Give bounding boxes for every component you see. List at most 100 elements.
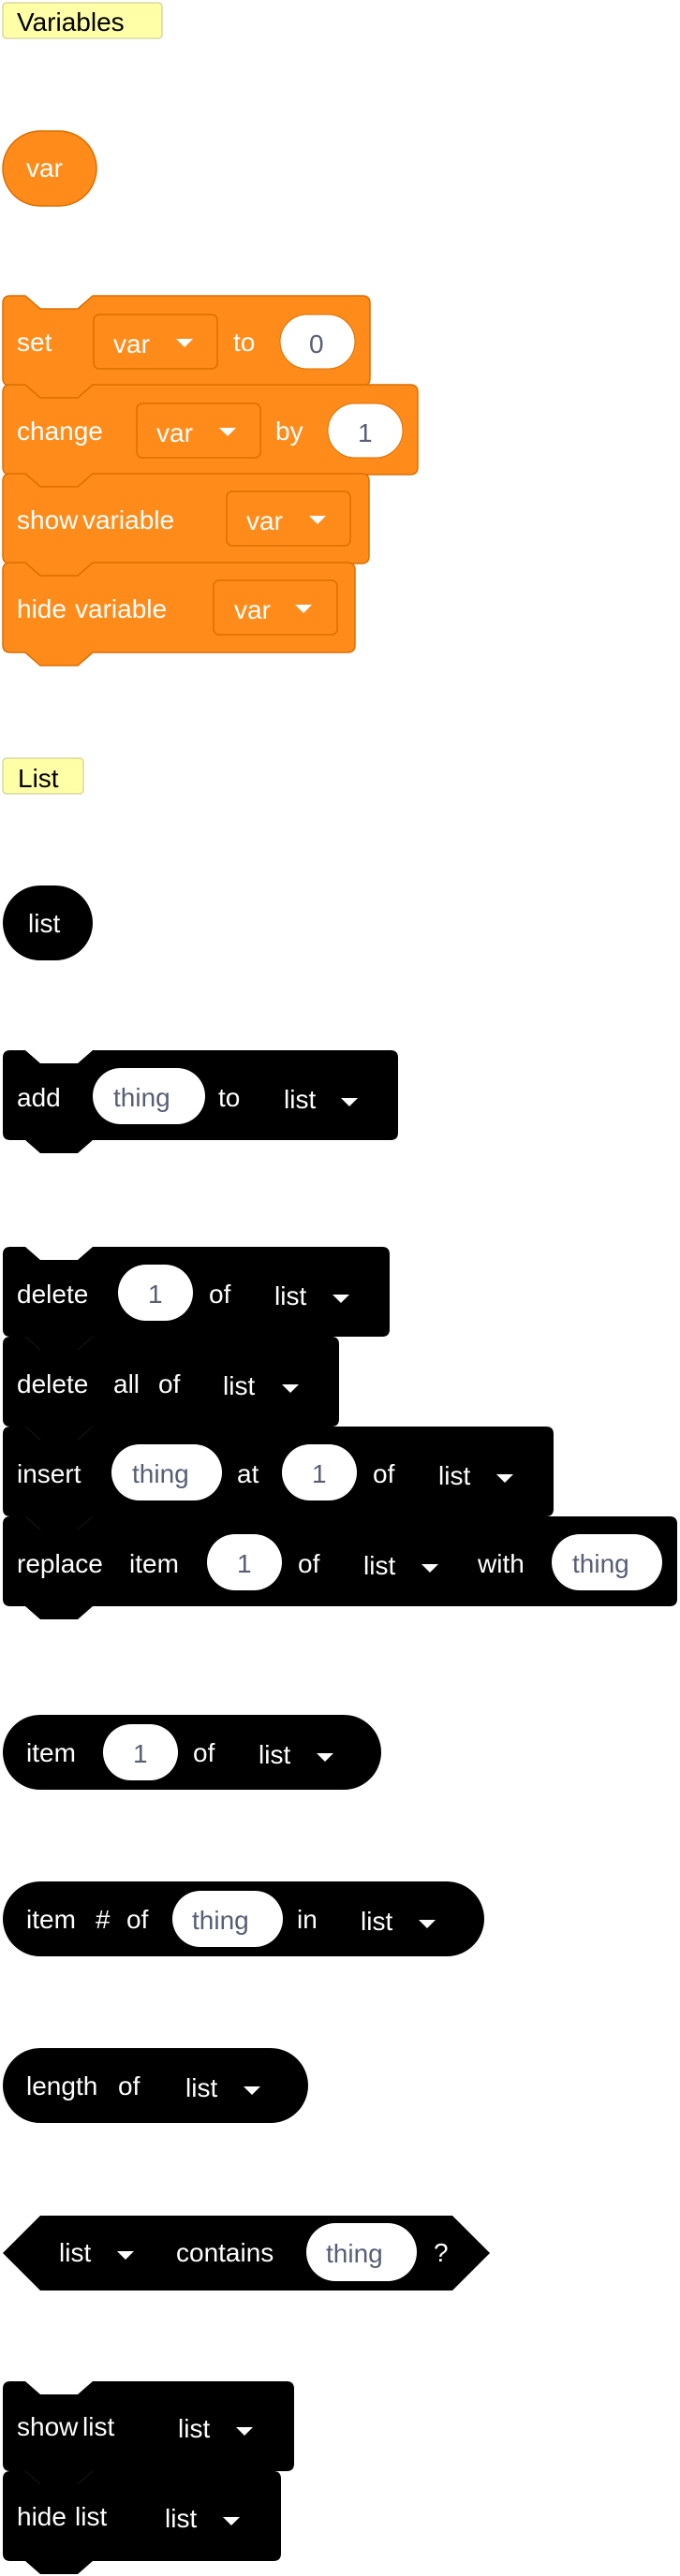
delete-all-list-dropdown[interactable]: list	[223, 1371, 299, 1400]
replace-of-label: of	[298, 1549, 320, 1578]
category-label-list: List	[2, 757, 84, 795]
replace-label-2: item	[129, 1549, 179, 1578]
insert-label: insert	[17, 1459, 81, 1488]
set-to-label: to	[233, 328, 255, 357]
replace-label-1: replace	[17, 1549, 103, 1578]
insert-thing-text: thing	[132, 1459, 189, 1488]
length-label-1: length	[26, 2071, 97, 2100]
show-variable-label-2: variable	[82, 505, 174, 534]
item-list-dropdown[interactable]: list	[259, 1740, 333, 1769]
contains-question-mark: ?	[434, 2238, 449, 2267]
add-label: add	[17, 1083, 61, 1112]
delete-label: delete	[17, 1280, 88, 1309]
insert-at-label: at	[237, 1459, 259, 1488]
hide-list-dropdown-text: list	[165, 2504, 197, 2533]
hide-list-label-2: list	[75, 2502, 107, 2531]
show-list-dropdown[interactable]: list	[178, 2414, 253, 2443]
item-label: item	[26, 1738, 76, 1767]
hide-variable-label-1: hide	[17, 594, 67, 623]
length-list-dropdown-text: list	[185, 2073, 217, 2102]
hide-list-dropdown[interactable]: list	[165, 2504, 240, 2533]
replace-thing-text: thing	[572, 1549, 629, 1578]
category-label-list-text: List	[18, 764, 59, 793]
item-number-thing-input[interactable]: thing	[172, 1891, 283, 1947]
change-value-text: 1	[358, 418, 373, 447]
replace-with-label: with	[477, 1549, 525, 1578]
item-number-list-dropdown[interactable]: list	[361, 1907, 436, 1936]
hide-list-block[interactable]: hide list list	[3, 2471, 281, 2574]
item-list-dropdown-text: list	[259, 1740, 290, 1769]
add-to-list-block[interactable]: add thing to list	[3, 1050, 398, 1153]
insert-index-text: 1	[312, 1459, 327, 1488]
set-value-text: 0	[309, 329, 324, 359]
item-of-label: of	[193, 1738, 215, 1767]
replace-item-block[interactable]: replace item 1 of list with thing	[3, 1516, 677, 1619]
hide-variable-block[interactable]: hide variable var	[2, 562, 356, 666]
delete-index-input[interactable]: 1	[118, 1265, 193, 1321]
contains-list-dropdown-text: list	[59, 2238, 91, 2267]
show-list-label-1: show	[17, 2412, 79, 2441]
replace-list-dropdown-text: list	[363, 1551, 395, 1580]
hide-variable-dropdown-text: var	[234, 595, 271, 624]
replace-index-text: 1	[237, 1549, 252, 1578]
show-list-label-2: list	[82, 2412, 114, 2441]
insert-list-dropdown[interactable]: list	[438, 1461, 513, 1490]
replace-thing-input[interactable]: thing	[552, 1534, 662, 1590]
show-variable-label-1: show	[17, 505, 79, 534]
replace-list-dropdown[interactable]: list	[363, 1551, 438, 1580]
length-of-list-reporter[interactable]: length of list	[3, 2048, 308, 2123]
insert-thing-input[interactable]: thing	[111, 1444, 222, 1500]
item-of-list-reporter[interactable]: item 1 of list	[3, 1715, 381, 1790]
set-var-dropdown-text: var	[113, 329, 150, 359]
item-number-thing-text: thing	[192, 1906, 249, 1935]
contains-thing-input[interactable]: thing	[306, 2223, 417, 2281]
insert-list-dropdown-text: list	[438, 1461, 470, 1490]
change-value-input[interactable]: 1	[327, 402, 404, 459]
item-index-text: 1	[133, 1739, 148, 1768]
delete-list-dropdown-text: list	[274, 1281, 306, 1310]
category-label-variables-text: Variables	[17, 7, 125, 37]
set-value-input[interactable]: 0	[279, 314, 356, 370]
contains-list-dropdown[interactable]: list	[59, 2238, 134, 2267]
change-var-dropdown-text: var	[156, 418, 193, 447]
add-thing-input[interactable]: thing	[93, 1068, 205, 1124]
add-to-label: to	[218, 1083, 240, 1112]
delete-of-list-block[interactable]: delete 1 of list	[3, 1247, 390, 1350]
delete-all-label-2: all	[113, 1369, 140, 1398]
delete-all-label-3: of	[158, 1369, 181, 1398]
length-list-dropdown[interactable]: list	[185, 2073, 260, 2102]
set-var-dropdown[interactable]: var	[93, 314, 218, 370]
insert-of-label: of	[373, 1459, 395, 1488]
delete-all-label-1: delete	[17, 1369, 88, 1398]
set-variable-block[interactable]: set var to 0	[2, 295, 371, 400]
replace-index-input[interactable]: 1	[207, 1534, 282, 1590]
insert-at-list-block[interactable]: insert thing at 1 of list	[3, 1427, 554, 1530]
contains-thing-text: thing	[326, 2239, 383, 2268]
show-variable-dropdown-text: var	[246, 506, 283, 535]
item-index-input[interactable]: 1	[103, 1724, 178, 1780]
change-label: change	[17, 417, 103, 446]
item-number-label-1: item	[26, 1905, 76, 1934]
insert-index-input[interactable]: 1	[282, 1444, 357, 1500]
add-list-dropdown[interactable]: list	[284, 1085, 358, 1114]
show-list-block[interactable]: show list list	[3, 2381, 294, 2484]
change-var-dropdown[interactable]: var	[136, 402, 261, 459]
change-variable-block[interactable]: change var by 1	[2, 384, 419, 489]
list-reporter-label: list	[28, 909, 60, 938]
var-reporter-block[interactable]: var	[2, 130, 97, 207]
delete-index-text: 1	[148, 1280, 163, 1309]
item-number-of-reporter[interactable]: item # of thing in list	[3, 1881, 484, 1956]
hide-variable-label-2: variable	[75, 594, 167, 623]
hide-variable-dropdown[interactable]: var	[213, 579, 338, 636]
add-list-dropdown-text: list	[284, 1085, 316, 1114]
show-variable-block[interactable]: show variable var	[2, 473, 370, 578]
delete-list-dropdown[interactable]: list	[274, 1281, 349, 1310]
delete-all-of-list-block[interactable]: delete all of list	[3, 1337, 339, 1440]
delete-all-list-dropdown-text: list	[223, 1371, 255, 1400]
list-contains-boolean[interactable]: list contains thing ?	[3, 2216, 490, 2291]
contains-label: contains	[176, 2238, 273, 2267]
item-number-label-2: #	[96, 1905, 111, 1934]
show-variable-dropdown[interactable]: var	[226, 490, 351, 547]
change-by-label: by	[275, 417, 303, 446]
list-reporter-block[interactable]: list	[3, 886, 93, 960]
